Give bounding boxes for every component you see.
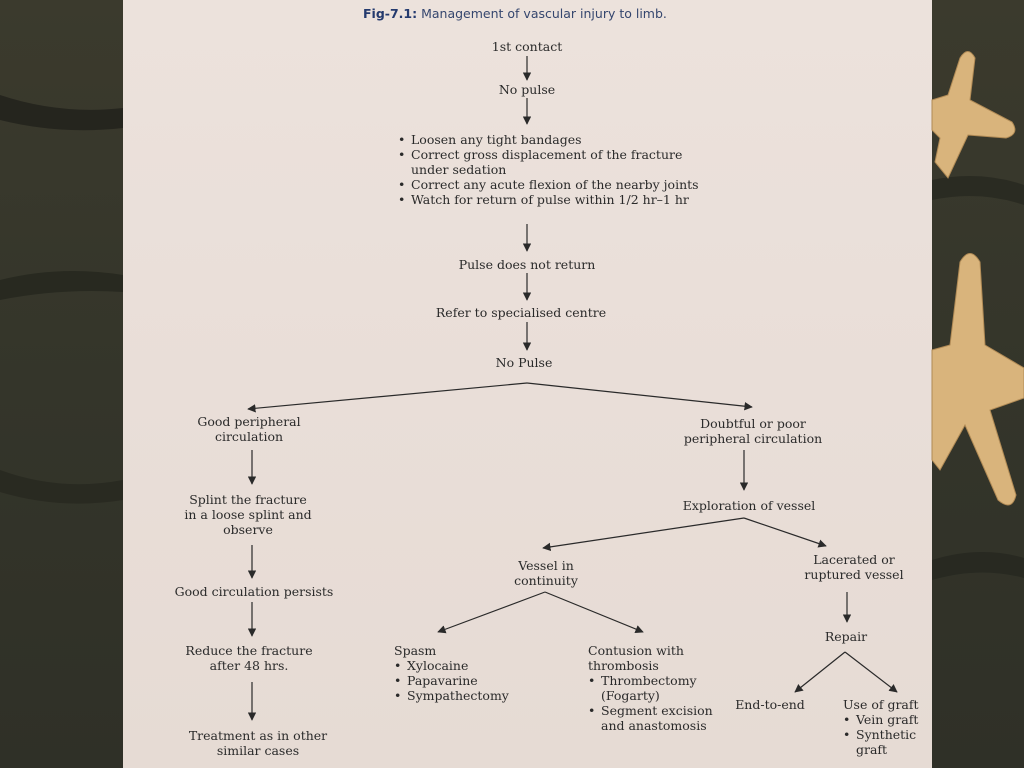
contusion-block: Contusion with thrombosis • Thrombectomy … <box>588 643 713 733</box>
node-lacerated: Lacerated or ruptured vessel <box>804 552 904 582</box>
node-first-contact: 1st contact <box>491 39 563 54</box>
initial-step-text: Watch for return of pulse within 1/2 hr–… <box>411 192 689 207</box>
initial-step-text: Correct any acute flexion of the nearby … <box>411 177 699 192</box>
node-doubtful-circulation: Doubtful or poor peripheral circulation <box>683 416 823 446</box>
node-refer-centre: Refer to specialised centre <box>435 305 607 320</box>
bullet: • <box>394 673 402 688</box>
spasm-title: Spasm <box>394 643 437 658</box>
graft-item: • Vein graft <box>843 712 919 727</box>
figure-label: Fig-7.1: <box>363 6 418 21</box>
node-repair: Repair <box>824 629 868 644</box>
bullet: • <box>398 132 406 147</box>
contusion-title: Contusion with thrombosis <box>588 643 684 673</box>
graft-item-text: Vein graft <box>856 712 919 727</box>
contusion-item-text: Segment excision and anastomosis <box>601 703 713 733</box>
node-treatment: Treatment as in other similar cases <box>188 728 328 758</box>
node-good-circulation: Good peripheral circulation <box>197 414 301 444</box>
bullet: • <box>588 673 596 688</box>
bullet: • <box>398 192 406 207</box>
spasm-item-text: Papavarine <box>407 673 478 688</box>
graft-item: • Synthetic graft <box>843 727 919 757</box>
initial-step-text: Loosen any tight bandages <box>411 132 582 147</box>
bullet: • <box>398 147 406 162</box>
bullet: • <box>843 712 851 727</box>
graft-title: Use of graft <box>843 697 919 712</box>
bullet: • <box>843 727 851 742</box>
spasm-block: Spasm • Xylocaine • Papavarine • Sympathect… <box>394 643 509 703</box>
textbook-page <box>123 0 932 768</box>
node-no-pulse-2: No Pulse <box>495 355 553 370</box>
initial-step-item: • Loosen any tight bandages <box>398 132 699 147</box>
node-pulse-not-return: Pulse does not return <box>458 257 596 272</box>
initial-steps-list: • Loosen any tight bandages • Correct gros… <box>398 132 699 207</box>
node-splint: Splint the fracture in a loose splint an… <box>184 492 312 537</box>
node-vessel-continuity: Vessel in continuity <box>514 558 578 588</box>
initial-step-item: • Correct any acute flexion of the nearby… <box>398 177 699 192</box>
figure-caption-text: Management of vascular injury to limb. <box>421 6 667 21</box>
contusion-item: • Segment excision and anastomosis <box>588 703 713 733</box>
spasm-item: • Xylocaine <box>394 658 509 673</box>
bullet: • <box>398 177 406 192</box>
spasm-item-text: Sympathectomy <box>407 688 509 703</box>
graft-item-text: Synthetic graft <box>856 727 917 757</box>
contusion-item-text: Thrombectomy (Fogarty) <box>601 673 697 703</box>
node-exploration: Exploration of vessel <box>682 498 816 513</box>
node-good-persists: Good circulation persists <box>174 584 334 599</box>
spasm-item-text: Xylocaine <box>407 658 469 673</box>
graft-block: Use of graft • Vein graft • Synthetic graf… <box>843 697 919 757</box>
node-no-pulse: No pulse <box>498 82 556 97</box>
bullet: • <box>394 658 402 673</box>
bullet: • <box>588 703 596 718</box>
spasm-item: • Sympathectomy <box>394 688 509 703</box>
initial-step-item: • Watch for return of pulse within 1/2 hr… <box>398 192 699 207</box>
figure-caption: Fig-7.1: Management of vascular injury t… <box>363 6 667 21</box>
node-reduce-fracture: Reduce the fracture after 48 hrs. <box>185 643 313 673</box>
spasm-item: • Papavarine <box>394 673 509 688</box>
node-end-to-end: End-to-end <box>735 697 805 712</box>
initial-step-item: • Correct gross displacement of the fract… <box>398 147 699 177</box>
contusion-item: • Thrombectomy (Fogarty) <box>588 673 713 703</box>
initial-step-text: Correct gross displacement of the fractu… <box>411 147 683 177</box>
bullet: • <box>394 688 402 703</box>
